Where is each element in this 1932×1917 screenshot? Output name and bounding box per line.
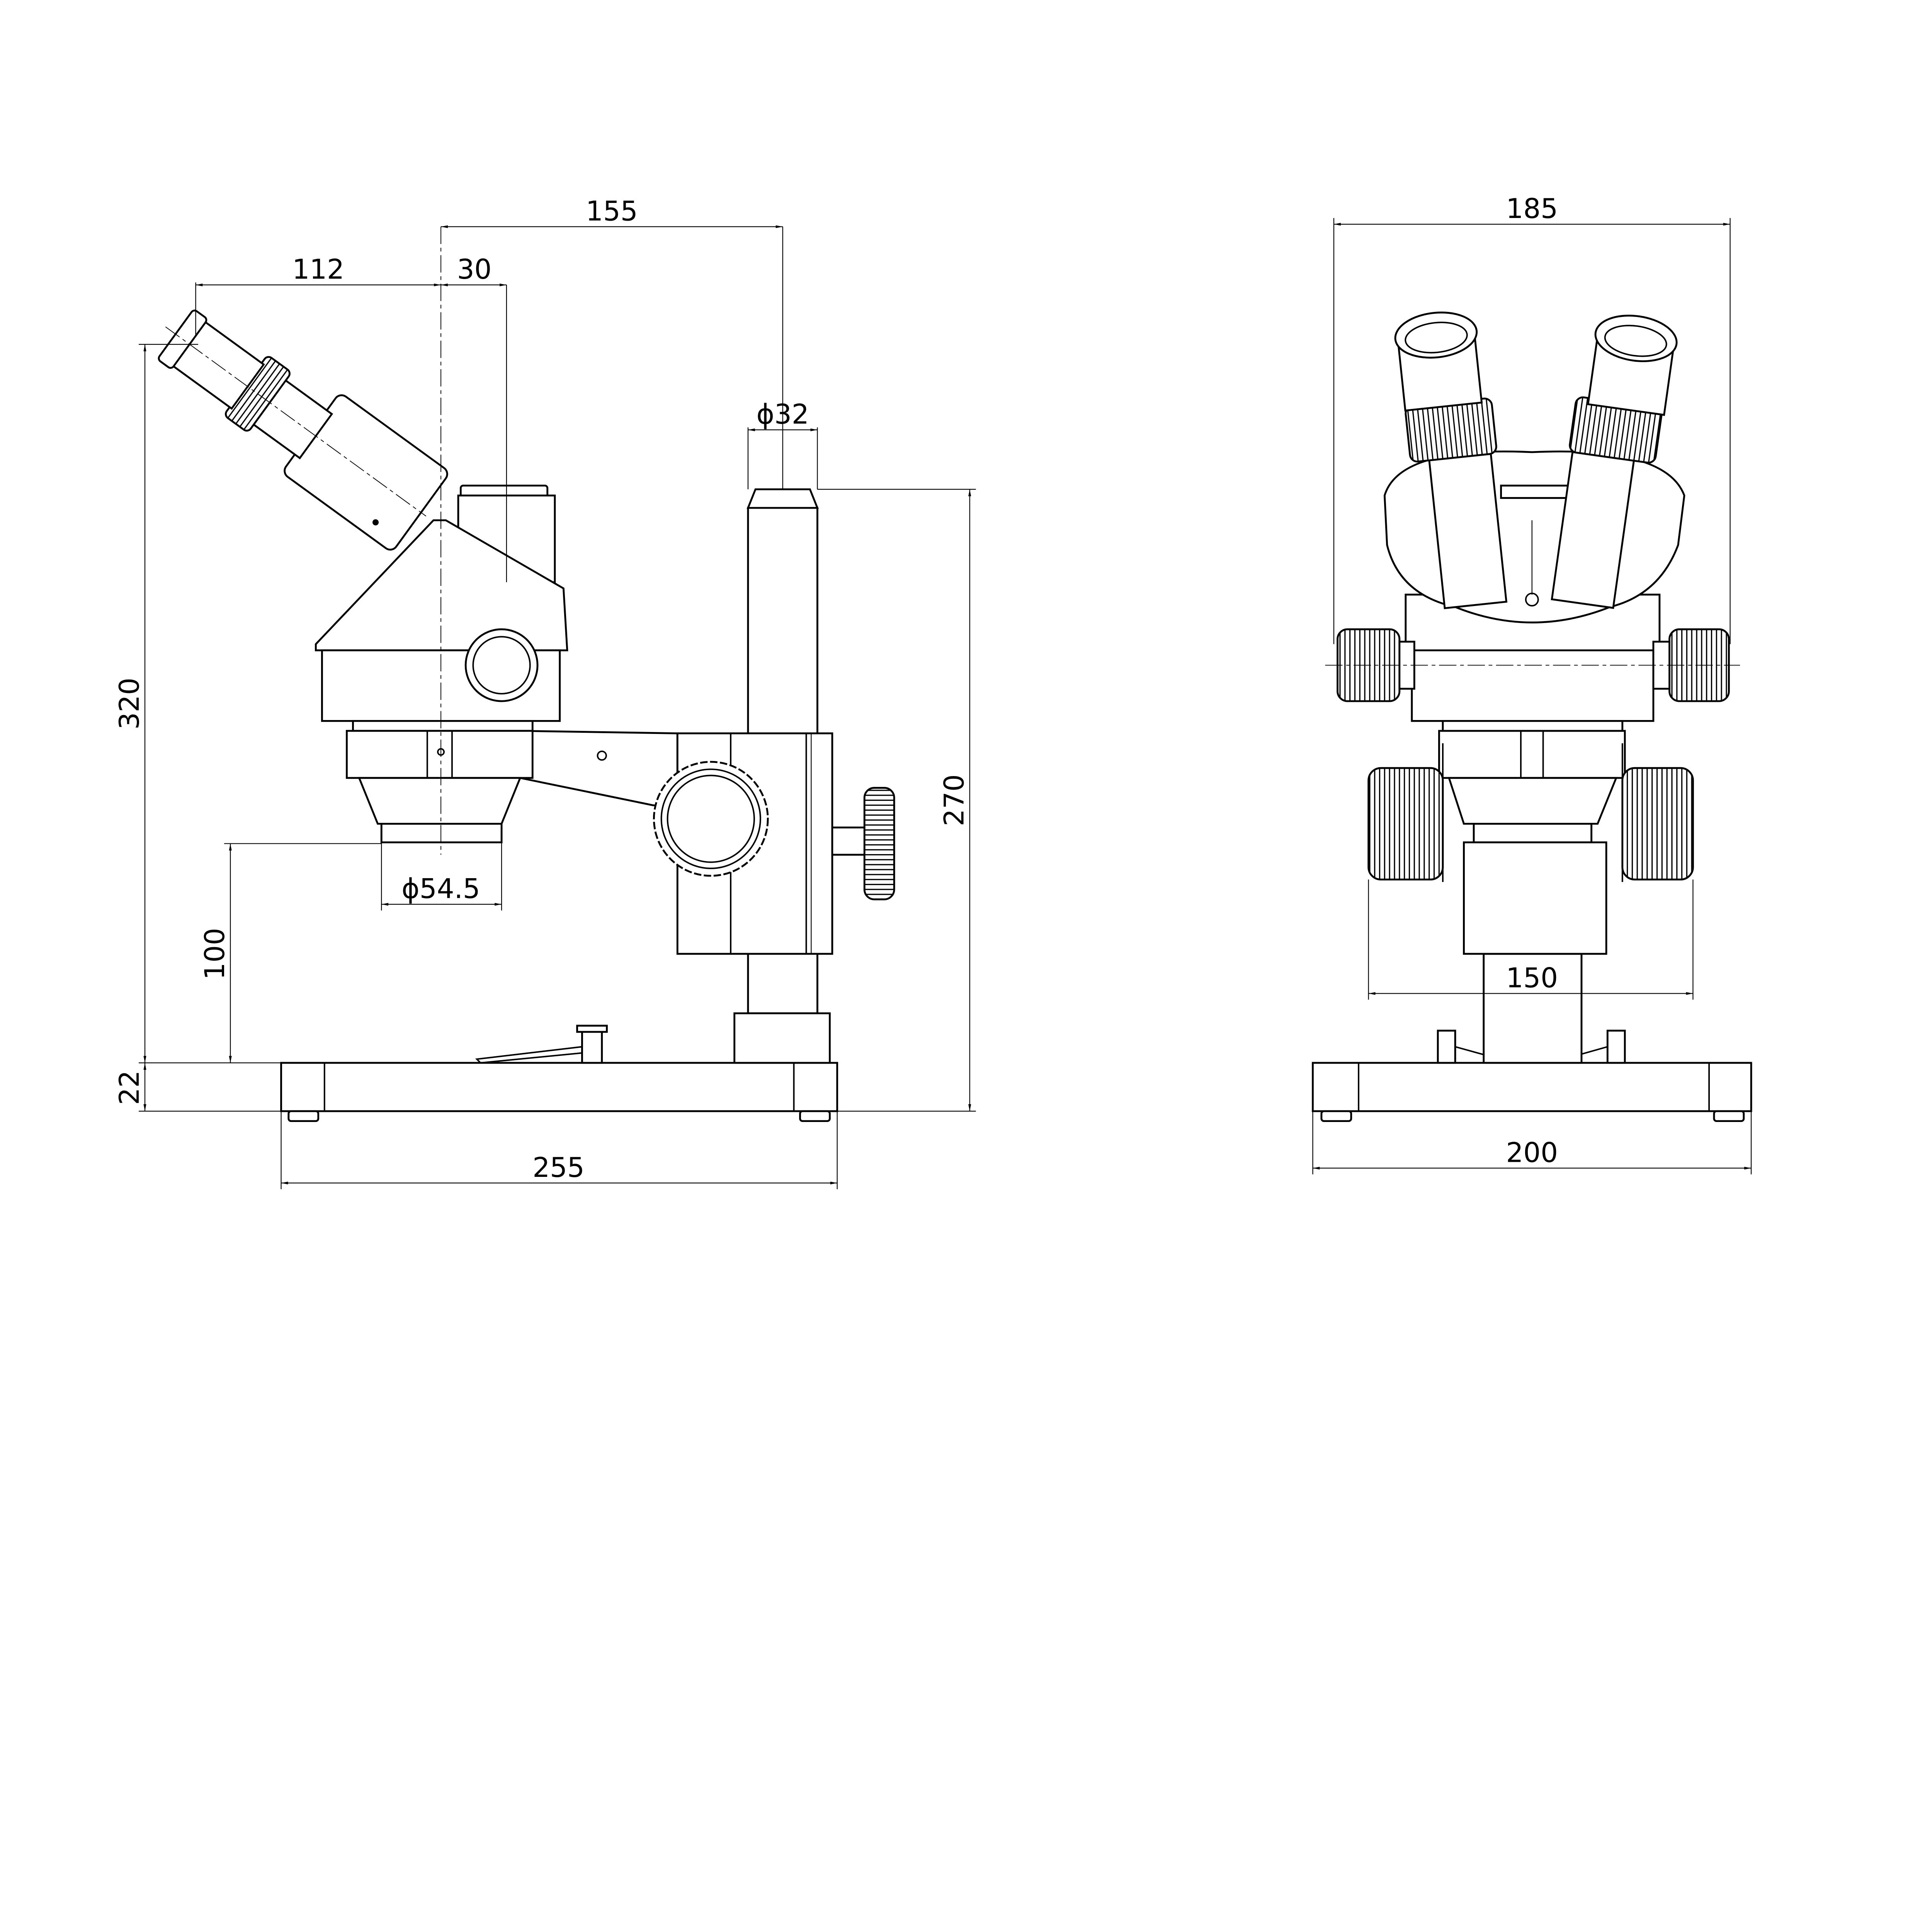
front-eyepiece-right	[1551, 315, 1678, 609]
front-eyepiece-left	[1394, 312, 1508, 609]
dim-objective-diameter: ϕ54.5	[401, 873, 480, 905]
dim-112: 112	[292, 254, 344, 285]
dim-320: 320	[114, 678, 145, 730]
focus-block	[653, 732, 833, 955]
front-view: 185 150 200	[1312, 193, 1752, 1175]
technical-drawing: 155 112 30 ϕ32 320 22 100 270 ϕ54.5 255	[114, 193, 1752, 1189]
side-base	[280, 1025, 838, 1122]
front-base	[1312, 1030, 1752, 1122]
side-eyepiece	[158, 310, 448, 551]
side-head	[315, 485, 568, 843]
dim-30: 30	[457, 254, 492, 285]
dim-22: 22	[114, 1070, 145, 1105]
dim-185: 185	[1506, 193, 1558, 225]
side-focus-knob	[831, 787, 895, 901]
dim-100: 100	[199, 928, 231, 980]
front-focus-block	[1367, 730, 1694, 955]
side-view: 155 112 30 ϕ32 320 22 100 270 ϕ54.5 255	[114, 196, 976, 1189]
front-column	[1483, 953, 1583, 1064]
dim-column-diameter: ϕ32	[757, 398, 809, 430]
dim-150: 150	[1506, 962, 1558, 994]
dim-200: 200	[1506, 1137, 1558, 1168]
front-head	[1325, 450, 1740, 732]
dim-155: 155	[586, 196, 638, 227]
dim-255: 255	[532, 1152, 585, 1183]
dim-270: 270	[939, 774, 970, 826]
side-arm	[519, 730, 679, 809]
